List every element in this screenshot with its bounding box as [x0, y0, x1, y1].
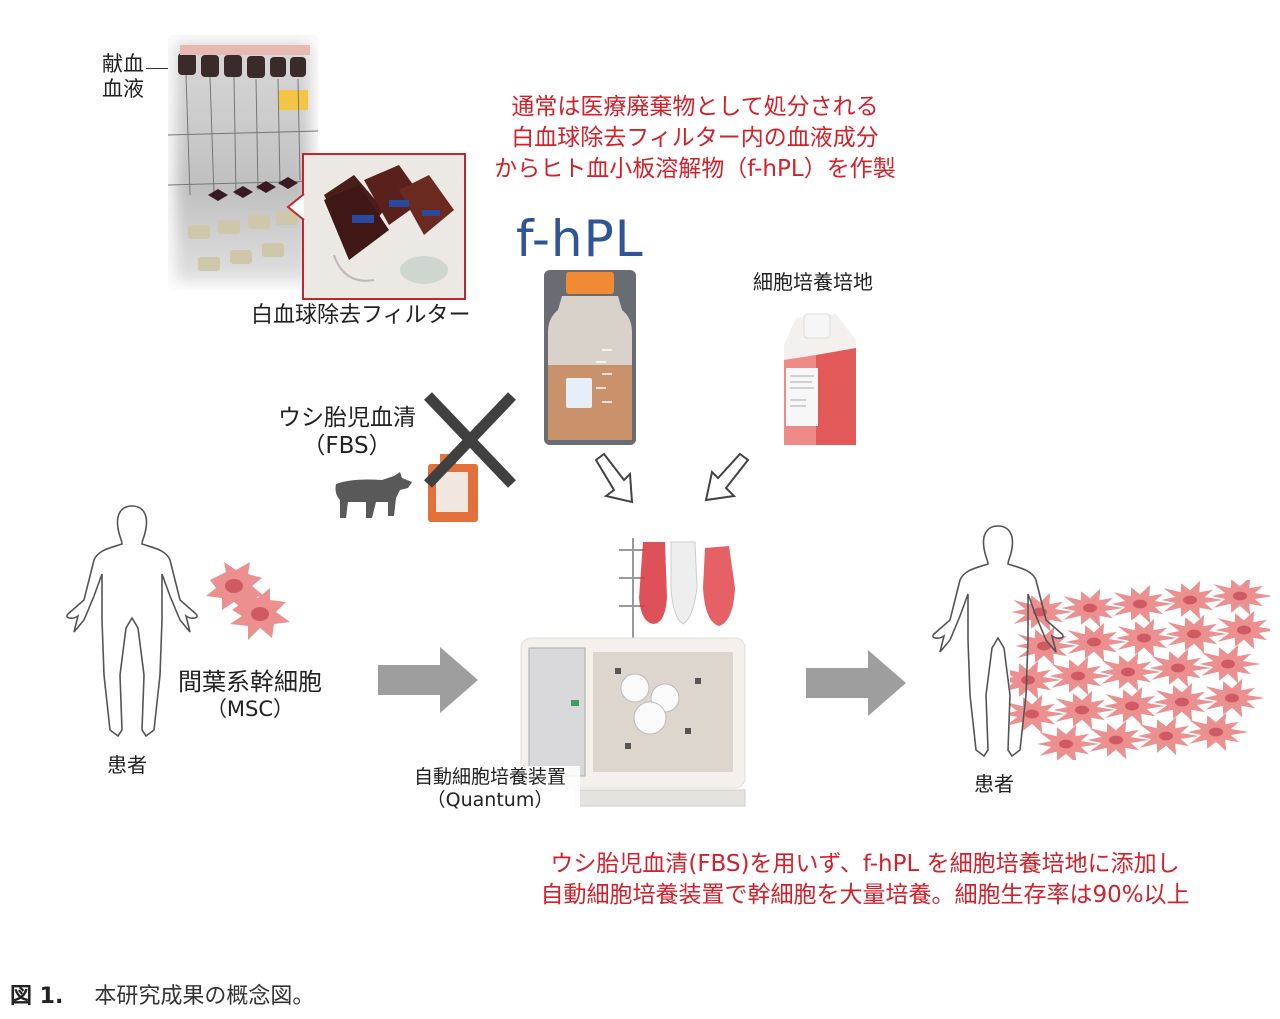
leukocyte-filter-label: 白血球除去フィルター	[251, 303, 471, 328]
expanded-cell	[1087, 720, 1149, 760]
expanded-cell	[1037, 724, 1099, 760]
cell-sheet-icon	[1010, 580, 1270, 760]
fhpl-title: f-hPL	[516, 210, 644, 268]
rack-number-tag	[278, 90, 308, 110]
expanded-cell	[1065, 622, 1127, 662]
cow-icon	[335, 472, 412, 518]
bottle-label	[566, 378, 592, 408]
fhpl-bottle-photo	[544, 270, 636, 445]
patient-left-figure	[66, 505, 198, 738]
rejected-x-mark	[424, 392, 516, 488]
msc-cell-2	[230, 588, 290, 640]
patient-right-label: 患者	[974, 772, 1014, 796]
fbs-label: ウシ胎児血清 （FBS）	[262, 405, 432, 460]
quantum-device-illustration	[520, 538, 746, 807]
msc-label-line1: 間葉系幹細胞	[178, 668, 322, 696]
top-note: 通常は医療廃棄物として処分される 白血球除去フィルター内の血液成分 からヒト血小…	[470, 92, 920, 185]
expanded-cell	[1111, 584, 1173, 624]
culture-medium-photo	[776, 310, 862, 450]
expanded-cell	[1211, 580, 1270, 616]
msc-cell-1	[206, 562, 264, 610]
expanded-cell	[1015, 626, 1077, 666]
media-bag-2	[670, 541, 698, 625]
expanded-cell	[1049, 656, 1111, 696]
device-label: 自動細胞培養装置 （Quantum）	[400, 766, 580, 812]
inset-callout-pointer	[286, 193, 305, 221]
expanded-cell	[1137, 716, 1199, 756]
expanded-cell	[1099, 652, 1161, 692]
fhpl-bottle-illustration	[544, 270, 636, 445]
expanded-cell	[1161, 580, 1223, 620]
expanded-cell	[1203, 678, 1265, 718]
filter-row	[208, 177, 298, 201]
donated-blood-label: 献血 血液	[102, 52, 144, 102]
expanded-cell	[1165, 614, 1227, 654]
expanded-cell	[1149, 648, 1211, 688]
patient-right-figure	[932, 525, 1064, 758]
top-note-line2: 白血球除去フィルター内の血液成分	[511, 125, 879, 151]
filter-bags-illustration	[304, 155, 464, 298]
expanded-cell	[1187, 712, 1249, 752]
bottom-note-line2: 自動細胞培養装置で幹細胞を大量培養。細胞生存率は90%以上	[540, 882, 1190, 908]
patient-left-label: 患者	[107, 753, 147, 777]
expanded-cell	[1061, 588, 1123, 628]
top-note-line3: からヒト血小板溶解物（f-hPL）を作製	[494, 156, 896, 182]
fbs-label-line1: ウシ胎児血清	[278, 405, 416, 431]
media-bag-3	[703, 546, 735, 626]
blood-rack-photo	[168, 35, 318, 290]
culture-medium-label: 細胞培養培地	[753, 270, 873, 294]
device-label-line1: 自動細胞培養装置	[413, 766, 566, 788]
label-leader-line	[146, 68, 170, 69]
figure-number: 図 1.	[10, 984, 64, 1009]
blood-bags-row	[178, 45, 310, 78]
top-note-line1: 通常は医療廃棄物として処分される	[511, 94, 879, 120]
fbs-label-line2: （FBS）	[302, 432, 392, 459]
medium-label	[786, 368, 818, 426]
flow-arrow-right-icon	[806, 650, 906, 716]
filter-inset-photo	[302, 153, 466, 300]
expanded-cell	[1103, 686, 1165, 726]
figure-caption: 図 1. 本研究成果の概念図。	[10, 978, 314, 1010]
expanded-cell	[1115, 618, 1177, 658]
bottle-cap	[566, 272, 614, 294]
msc-label: 間葉系幹細胞 （MSC）	[160, 668, 340, 722]
device-label-line2: （Quantum）	[426, 788, 554, 811]
donated-blood-label-line2: 血液	[102, 77, 144, 102]
device-door	[528, 647, 586, 777]
drained-bags	[188, 211, 298, 271]
blood-rack-illustration	[168, 45, 318, 271]
expanded-cell	[1010, 694, 1065, 734]
rack-tubes	[168, 74, 318, 196]
graduation-marks	[596, 349, 612, 403]
donated-blood-label-line1: 献血	[102, 52, 144, 76]
msc-cells-icon	[206, 562, 290, 640]
expanded-cell	[1153, 682, 1215, 722]
expanded-cell	[1053, 690, 1115, 730]
msc-label-line2: （MSC）	[205, 696, 295, 721]
expanded-cell	[1010, 660, 1061, 700]
culture-medium-illustration	[784, 313, 856, 445]
bottom-note: ウシ胎児血清(FBS)を用いず、f-hPL を細胞培養培地に添加し 自動細胞培養…	[480, 849, 1250, 911]
figure-caption-text: 本研究成果の概念図。	[94, 984, 315, 1009]
arrow-fhpl-to-device-icon	[594, 452, 634, 504]
flow-arrow-left-icon	[378, 647, 478, 713]
arrow-medium-to-device-icon	[704, 452, 750, 502]
bottom-note-line1: ウシ胎児血清(FBS)を用いず、f-hPL を細胞培養培地に添加し	[550, 851, 1180, 877]
expanded-cell	[1215, 610, 1270, 650]
expanded-cell	[1199, 644, 1261, 684]
quantum-device-photo	[515, 528, 755, 813]
media-bag-1	[639, 542, 667, 624]
